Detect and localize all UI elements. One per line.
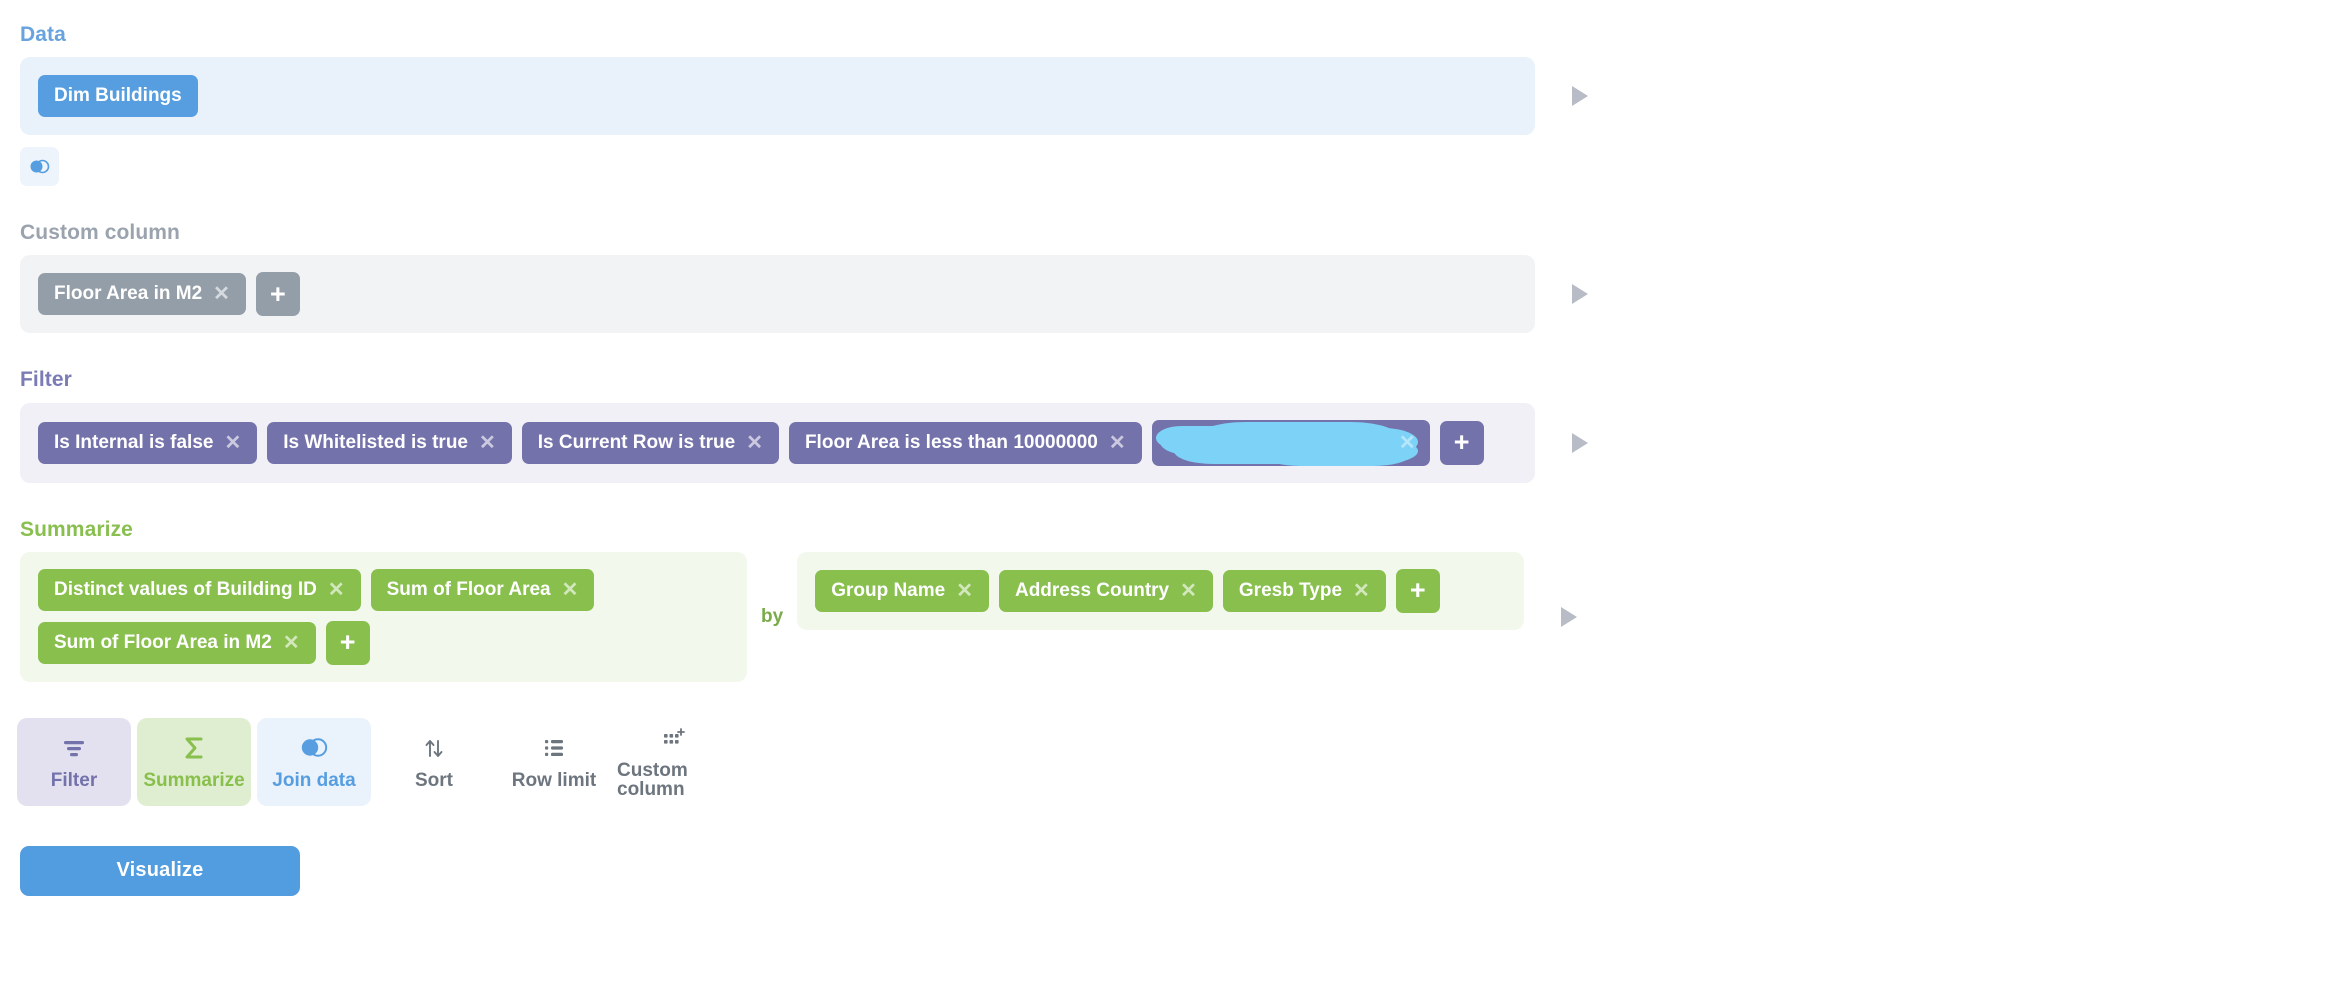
custom-column-chip[interactable]: Floor Area in M2 ✕ xyxy=(38,273,246,316)
action-summarize-label: Summarize xyxy=(143,769,245,791)
remove-filter-icon[interactable]: ✕ xyxy=(1108,431,1126,454)
action-sort-button[interactable]: Sort xyxy=(377,718,491,806)
redaction-mark xyxy=(1199,421,1396,448)
aggregation-chip-label: Distinct values of Building ID xyxy=(54,578,317,600)
custom-column-preview-button[interactable] xyxy=(1535,282,1625,306)
redaction-mark xyxy=(1263,443,1410,466)
action-filter-button[interactable]: Filter xyxy=(17,717,131,806)
filter-chip-label: Is Internal is false xyxy=(54,431,214,453)
remove-filter-icon[interactable]: ✕ xyxy=(479,431,496,454)
visualize-button-wrapper: Visualize xyxy=(0,845,2330,896)
remove-custom-column-icon[interactable]: ✕ xyxy=(213,283,230,306)
data-preview-button[interactable] xyxy=(1535,84,1625,108)
filter-step-label: Filter xyxy=(20,368,72,392)
step-data: Data Dim Buildings xyxy=(0,22,2330,187)
filter-chip[interactable]: Floor Area is less than 10000000 ✕ xyxy=(788,421,1142,464)
play-triangle-icon xyxy=(1572,86,1588,107)
breakout-chip[interactable]: Gresb Type ✕ xyxy=(1222,569,1386,612)
remove-aggregation-icon[interactable]: ✕ xyxy=(282,631,300,654)
filter-chip[interactable]: Is Current Row is true ✕ xyxy=(521,421,779,464)
grid-plus-icon xyxy=(660,724,688,752)
filter-chip-label: Floor Area is less than 10000000 xyxy=(804,431,1098,453)
filter-chip-label: Is Whitelisted is true xyxy=(283,431,468,453)
filter-funnel-icon xyxy=(61,734,87,762)
action-join-data-label: Join data xyxy=(272,769,356,791)
breakout-chip[interactable]: Group Name ✕ xyxy=(815,569,989,612)
add-aggregation-button[interactable]: + xyxy=(325,620,370,665)
action-row-limit-button[interactable]: Row limit xyxy=(497,718,611,806)
remove-aggregation-icon[interactable]: ✕ xyxy=(327,578,345,601)
venn-join-icon xyxy=(299,734,329,762)
step-summarize: Summarize Distinct values of Building ID… xyxy=(0,517,2330,682)
remove-aggregation-icon[interactable]: ✕ xyxy=(561,578,579,601)
custom-column-chip-label: Floor Area in M2 xyxy=(54,283,203,305)
sigma-icon xyxy=(181,734,207,762)
filter-chip[interactable]: Is Whitelisted is true ✕ xyxy=(267,421,512,464)
summarize-step-label: Summarize xyxy=(20,517,133,541)
redaction-mark xyxy=(1159,427,1418,456)
remove-filter-icon[interactable]: ✕ xyxy=(224,431,242,454)
filter-panel: Is Internal is false ✕ Is Whitelisted is… xyxy=(20,402,1535,483)
remove-filter-icon[interactable]: ✕ xyxy=(1398,432,1416,455)
step-filter: Filter Is Internal is false ✕ Is Whiteli… xyxy=(0,367,2330,483)
breakout-chip-label: Group Name xyxy=(831,579,946,601)
notebook-action-bar: Filter Summarize Join data xyxy=(0,717,2330,806)
action-row-limit-label: Row limit xyxy=(511,769,597,791)
remove-breakout-icon[interactable]: ✕ xyxy=(1180,579,1197,602)
aggregation-chip[interactable]: Distinct values of Building ID ✕ xyxy=(38,568,361,611)
play-triangle-icon xyxy=(1572,284,1588,305)
aggregation-chip-label: Sum of Floor Area xyxy=(386,578,551,600)
summarize-breakout-panel: Group Name ✕ Address Country ✕ Gresb Typ… xyxy=(797,551,1525,630)
play-triangle-icon xyxy=(1561,606,1578,627)
redaction-mark xyxy=(1155,425,1268,450)
redaction-mark xyxy=(1173,437,1418,464)
play-triangle-icon xyxy=(1572,432,1588,453)
action-custom-column-label: Custom column xyxy=(617,760,688,801)
data-source-chip-label: Dim Buildings xyxy=(54,85,182,107)
filter-chip[interactable]: Is Internal is false ✕ xyxy=(38,421,258,464)
filter-chip-label: Is Current Row is true xyxy=(537,431,736,453)
remove-breakout-icon[interactable]: ✕ xyxy=(1353,579,1370,602)
action-filter-label: Filter xyxy=(50,769,98,791)
join-data-shortcut-button[interactable] xyxy=(20,147,59,187)
step-custom-column: Custom column Floor Area in M2 ✕ + xyxy=(0,220,2330,334)
aggregation-chip-label: Sum of Floor Area in M2 xyxy=(54,631,272,653)
custom-column-step-label: Custom column xyxy=(20,221,180,245)
aggregation-chip[interactable]: Sum of Floor Area in M2 ✕ xyxy=(38,621,316,664)
aggregation-chip[interactable]: Sum of Floor Area ✕ xyxy=(370,568,595,611)
remove-breakout-icon[interactable]: ✕ xyxy=(956,579,973,602)
notebook-editor: Data Dim Buildings Custom column xyxy=(0,22,2330,896)
sort-arrows-icon xyxy=(421,734,447,762)
custom-column-panel: Floor Area in M2 ✕ + xyxy=(20,255,1535,334)
filter-preview-button[interactable] xyxy=(1535,431,1625,455)
summarize-metrics-panel: Distinct values of Building ID ✕ Sum of … xyxy=(20,551,747,682)
data-source-panel[interactable]: Dim Buildings xyxy=(20,57,1535,136)
action-sort-label: Sort xyxy=(415,769,453,791)
breakout-chip-label: Address Country xyxy=(1014,579,1170,601)
add-filter-button[interactable]: + xyxy=(1439,420,1484,465)
add-custom-column-button[interactable]: + xyxy=(255,272,300,317)
summarize-preview-button[interactable] xyxy=(1524,605,1614,629)
action-join-data-button[interactable]: Join data xyxy=(257,717,371,806)
action-summarize-button[interactable]: Summarize xyxy=(137,717,251,806)
data-source-chip[interactable]: Dim Buildings xyxy=(38,75,198,118)
filter-chip-redacted[interactable]: ✕ xyxy=(1151,419,1430,466)
breakout-chip-label: Gresb Type xyxy=(1238,579,1343,601)
remove-filter-icon[interactable]: ✕ xyxy=(746,431,763,454)
venn-join-icon xyxy=(30,159,50,174)
add-breakout-button[interactable]: + xyxy=(1395,568,1440,613)
data-step-label: Data xyxy=(20,23,66,46)
action-custom-column-button[interactable]: Custom column xyxy=(617,718,731,806)
visualize-button[interactable]: Visualize xyxy=(20,845,300,896)
list-icon xyxy=(541,734,567,762)
summarize-by-label: by xyxy=(761,605,784,627)
breakout-chip[interactable]: Address Country ✕ xyxy=(998,569,1213,612)
